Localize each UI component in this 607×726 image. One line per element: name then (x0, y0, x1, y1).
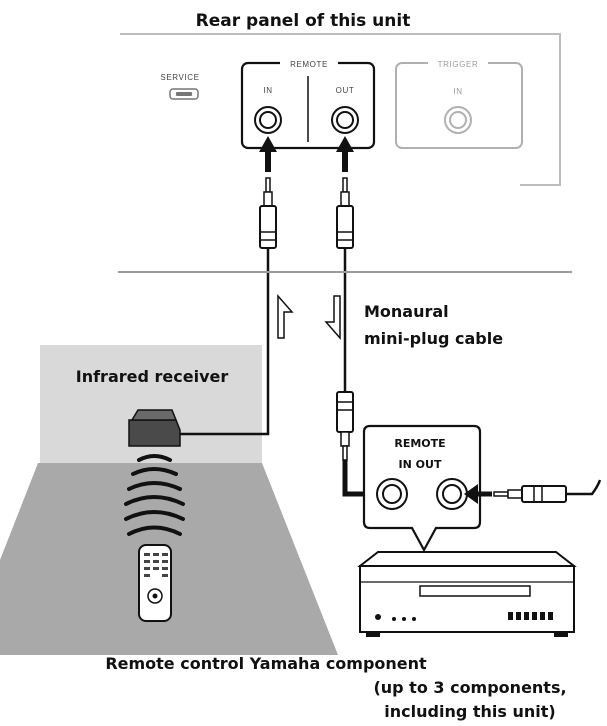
arrow-into-in-jack (259, 136, 277, 172)
remote-out-jack (331, 106, 359, 134)
diagram-title: Rear panel of this unit (196, 11, 411, 31)
infrared-signal-waves (124, 454, 185, 536)
caption-line2: (up to 3 components, (373, 678, 566, 697)
component-jack-callout: REMOTE IN OUT (362, 424, 482, 553)
in-jack-label: IN (263, 86, 272, 95)
mini-plug-out (336, 177, 354, 249)
trigger-label: TRIGGER (438, 60, 479, 69)
arrow-into-out-jack (336, 136, 354, 172)
signal-down-arrow (324, 295, 341, 340)
remote-control (138, 544, 172, 622)
trigger-in-label: IN (453, 87, 462, 96)
mini-plug-right (493, 485, 567, 503)
caption-line1: Remote control Yamaha component (105, 654, 427, 673)
service-label: SERVICE (160, 73, 199, 82)
cable-right (566, 479, 602, 496)
rear-panel: SERVICE REMOTE IN OUT TRIGGER IN (120, 33, 561, 186)
infrared-receiver (128, 409, 181, 447)
remote-label: REMOTE (290, 60, 328, 69)
cable-label-line1: Monaural (364, 302, 449, 321)
component-out-jack (436, 478, 468, 510)
arrow-into-component-out (464, 484, 478, 504)
receiver-label: Infrared receiver (76, 367, 229, 386)
out-jack-label: OUT (336, 86, 355, 95)
mini-plug-in (259, 177, 277, 249)
component-in-jack (376, 478, 408, 510)
component-remote-label: REMOTE (394, 437, 445, 450)
signal-up-arrow (277, 294, 294, 339)
mini-plug-lower (336, 391, 354, 461)
remote-in-jack (254, 106, 282, 134)
trigger-jack-box (395, 62, 523, 149)
cable-label-line2: mini-plug cable (364, 329, 503, 348)
component-in-out-label: IN OUT (399, 458, 442, 471)
caption-line3: including this unit) (384, 702, 555, 721)
yamaha-component (357, 551, 577, 637)
